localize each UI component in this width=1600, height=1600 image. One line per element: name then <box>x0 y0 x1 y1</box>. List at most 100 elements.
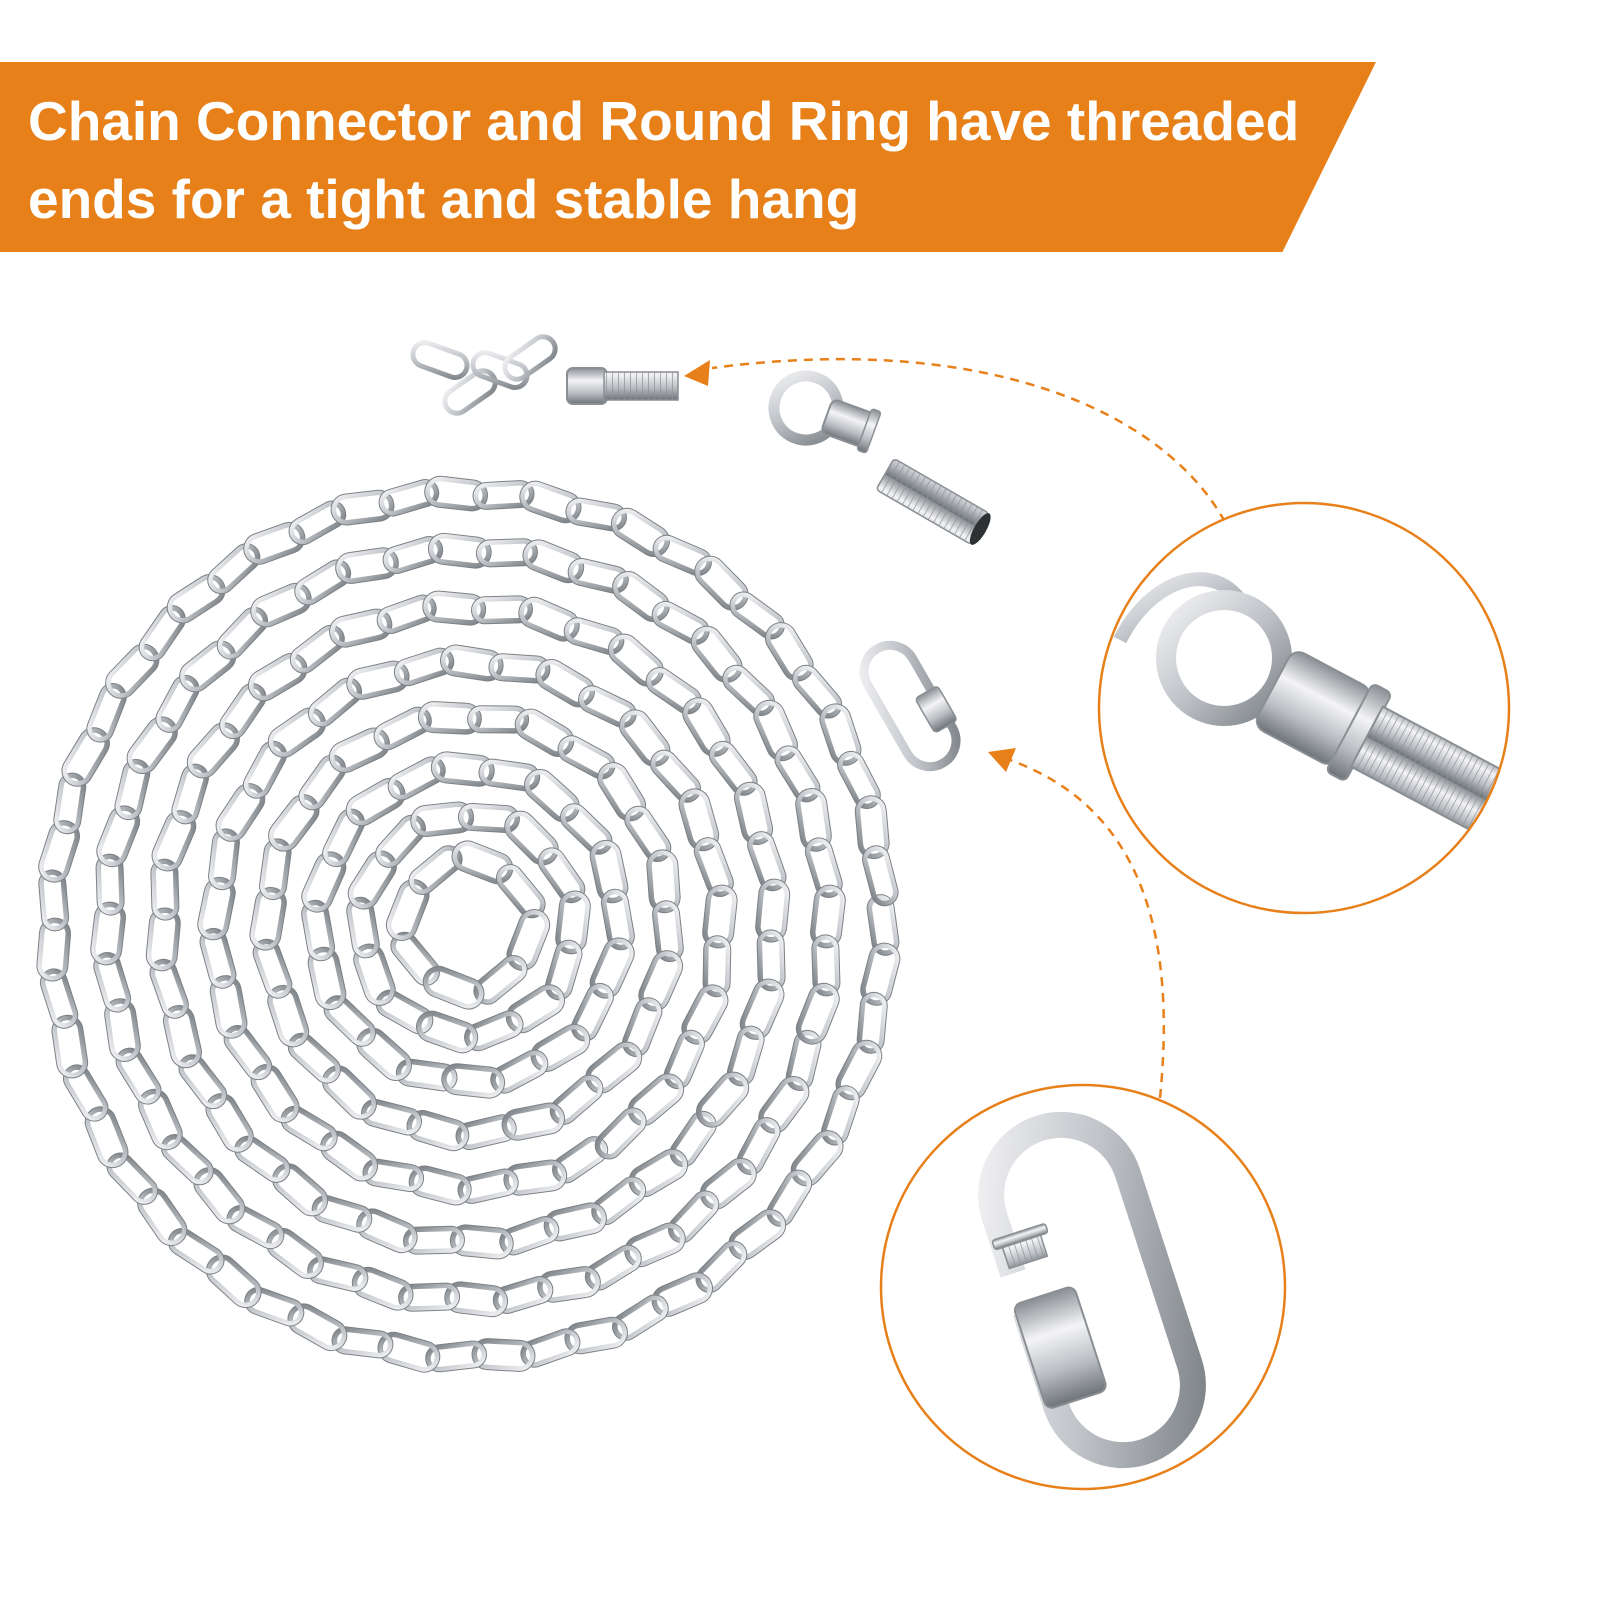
chain-link-edge <box>208 828 240 891</box>
chain-link <box>281 1106 338 1151</box>
chain-link <box>253 939 292 999</box>
chain-link-edge <box>708 740 758 796</box>
chain-link-edge <box>537 1266 601 1303</box>
chain-link-edge <box>444 1281 509 1318</box>
chain-link <box>860 943 900 1006</box>
chain-link-edge <box>471 595 533 625</box>
chain-link-edge <box>499 1215 560 1256</box>
chain-link-edge <box>734 781 773 846</box>
chain-link-edge <box>105 643 160 699</box>
chain-link <box>558 735 615 779</box>
chain-link-edge <box>441 1063 506 1099</box>
chain-link <box>729 591 785 640</box>
chain-link-edge <box>819 703 862 766</box>
chain-link-edge <box>669 1110 717 1167</box>
chain-link-edge <box>171 763 209 825</box>
chain-link-edge <box>252 938 293 999</box>
chain-link <box>294 559 351 605</box>
chain-link-edge <box>638 950 684 1012</box>
chain-link <box>652 601 710 645</box>
chain-link-edge <box>51 1014 89 1079</box>
chain-link <box>552 1136 608 1183</box>
chain-link-edge <box>810 884 846 949</box>
chain-link <box>301 900 335 961</box>
chain-link <box>168 1228 224 1274</box>
chain-link-edge <box>167 1227 225 1275</box>
chain-link-edge <box>758 1075 810 1134</box>
chain-link <box>407 1110 469 1151</box>
chain-link-edge <box>272 1163 329 1217</box>
chain-link-edge <box>519 480 582 524</box>
chain-link <box>376 990 433 1034</box>
chain-link <box>178 1054 227 1109</box>
chain-link <box>629 1149 688 1197</box>
chain-link-edge <box>488 653 551 684</box>
chain-link-edge <box>766 1169 813 1227</box>
chain-link <box>786 1030 821 1091</box>
chain-link <box>138 1089 183 1150</box>
chain-link <box>535 659 595 707</box>
chain-link-edge <box>694 555 749 611</box>
chain-link <box>678 788 719 851</box>
chain-link-edge <box>395 1058 458 1092</box>
chain-link <box>418 701 482 735</box>
chain-link-edge <box>699 1157 757 1210</box>
chain-link-edge <box>856 991 888 1054</box>
chain-link-edge <box>503 1159 568 1196</box>
chain-link <box>171 764 209 824</box>
chain-link <box>312 1195 372 1233</box>
chain-link <box>388 756 446 800</box>
chain-link <box>456 1114 517 1150</box>
chain-link-edge <box>457 802 520 834</box>
chain-link-edge <box>320 1130 379 1182</box>
chain-link <box>493 1276 553 1314</box>
chain-link-edge <box>645 667 702 715</box>
chain-link <box>200 928 236 989</box>
banner-title: Chain Connector and Round Ring have thre… <box>28 82 1328 238</box>
chain-link-edge <box>729 591 785 640</box>
chain-link-edge <box>695 1240 748 1293</box>
chain-link-edge <box>755 878 791 943</box>
chain-link <box>611 508 670 557</box>
chain-link <box>590 937 635 999</box>
chain-link-edge <box>244 1286 305 1327</box>
chain-link-edge <box>585 1041 643 1094</box>
zoom-circle-quick-link <box>879 1083 1287 1491</box>
chain-link-edge <box>594 1107 647 1160</box>
chain-link <box>696 1241 747 1293</box>
chain-link-edge <box>790 1130 844 1187</box>
round-ring-connector-icon <box>768 370 882 454</box>
chain-link-edge <box>663 1029 705 1090</box>
chain-link-edge <box>307 677 363 728</box>
chain-link <box>40 968 78 1029</box>
chain-link-edge <box>114 759 151 821</box>
chain-link <box>758 1076 809 1134</box>
chain-link-edge <box>424 475 489 512</box>
chain-link <box>139 605 186 661</box>
chain-link-edge <box>416 1010 479 1054</box>
chain-link <box>96 805 140 867</box>
chain-link-edge <box>311 1195 373 1233</box>
chain-link <box>127 716 178 774</box>
chain-link-edge <box>702 935 732 998</box>
chain-link-edge <box>478 758 541 792</box>
chain-link <box>152 810 196 871</box>
chain-link-edge <box>346 896 380 959</box>
chain-link <box>694 837 734 897</box>
chain-link-edge <box>774 745 821 803</box>
chain-link-edge <box>39 968 79 1029</box>
chain-link-edge <box>490 1049 549 1094</box>
chain-link <box>537 1266 601 1303</box>
chain-link <box>356 1208 418 1253</box>
chain-link-edge <box>104 998 141 1062</box>
chain-link-edge <box>266 1227 324 1279</box>
chain-link-edge <box>795 788 832 852</box>
chain-link <box>653 535 712 576</box>
chain-link <box>86 683 127 743</box>
chain-link <box>520 1328 580 1368</box>
chain-link <box>568 558 629 594</box>
chain-link <box>224 1025 272 1080</box>
chain-link-edge <box>408 1165 472 1206</box>
chain-link-edge <box>62 1064 109 1122</box>
chain-link <box>597 762 646 821</box>
